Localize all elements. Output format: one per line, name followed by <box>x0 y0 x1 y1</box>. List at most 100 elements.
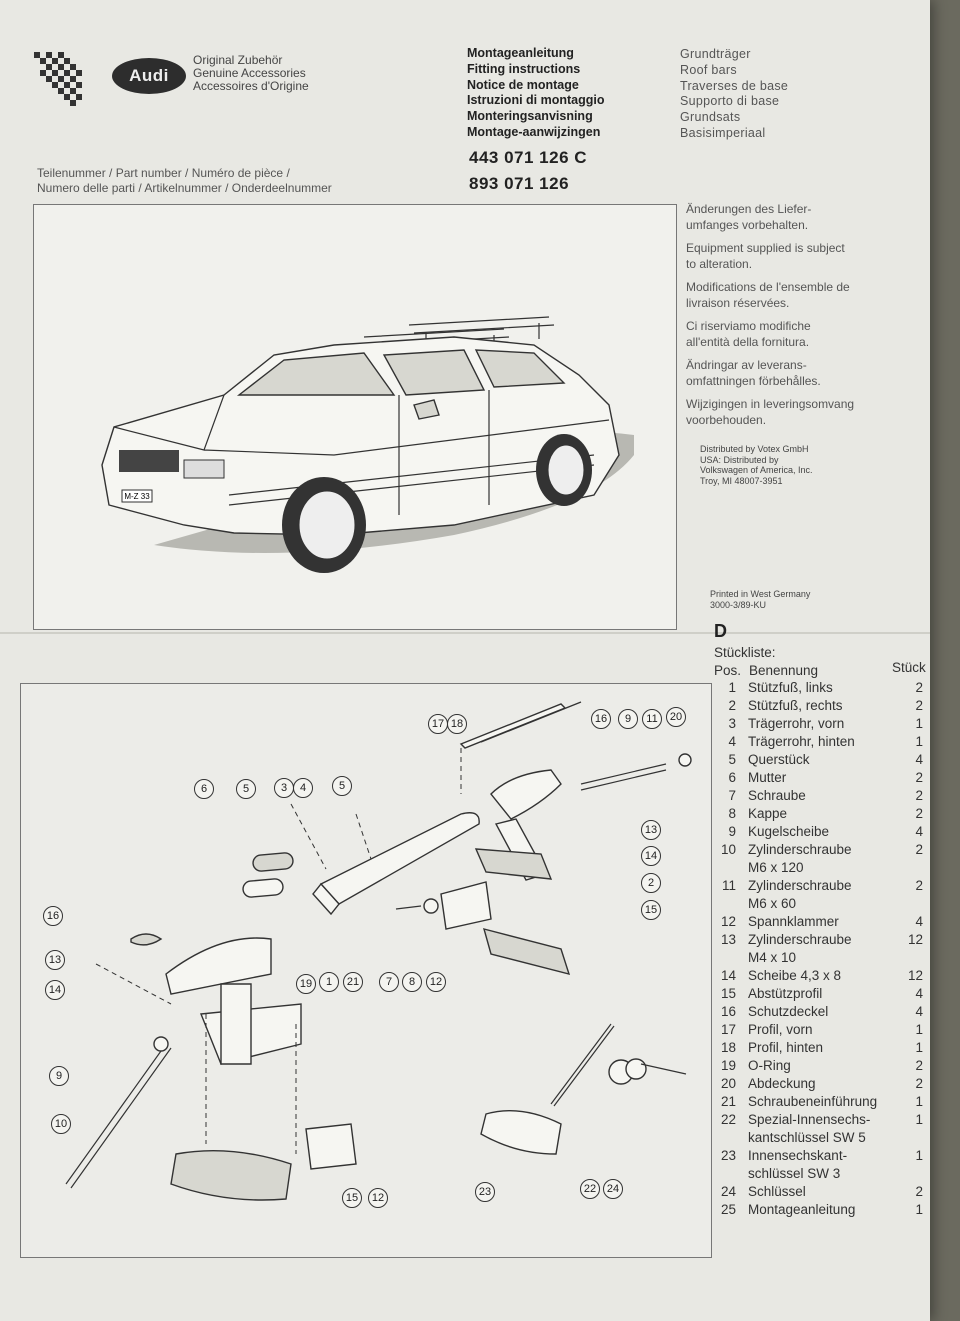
part-pos: 12 <box>720 914 736 929</box>
car-illustration: M-Z 33 <box>101 316 634 573</box>
part-qty: 1 <box>915 1040 923 1055</box>
callout-badge: 17 <box>428 714 448 734</box>
part-name: Schraubeneinführung <box>748 1094 878 1109</box>
part-name: kantschlüssel SW 5 <box>748 1130 866 1145</box>
part-number-1: 443 071 126 C <box>469 148 588 167</box>
part-qty: 2 <box>915 770 923 785</box>
product-names: Grundträger Roof bars Traverses de base … <box>680 47 788 142</box>
col-name-header: Benennung <box>749 663 819 678</box>
part-name: Schraube <box>748 788 806 803</box>
part-pos: 4 <box>728 734 736 749</box>
callout-badge: 1 <box>319 972 339 992</box>
exploded-diagram <box>65 701 692 1201</box>
callout-badge: 2 <box>641 873 661 893</box>
callout-badge: 21 <box>343 972 363 992</box>
part-pos: 19 <box>720 1058 736 1073</box>
distributor-line: Distributed by Votex GmbH <box>700 444 809 454</box>
distributor-line: Volkswagen of America, Inc. <box>700 465 813 475</box>
part-name: Querstück <box>748 752 810 767</box>
part-qty: 4 <box>915 824 923 839</box>
part-name: Stützfuß, rechts <box>748 698 843 713</box>
part-qty: 4 <box>915 752 923 767</box>
part-qty: 2 <box>915 788 923 803</box>
part-qty: 4 <box>915 986 923 1001</box>
note-line: Ci riserviamo modifiche <box>686 319 811 333</box>
part-name: schlüssel SW 3 <box>748 1166 841 1181</box>
product-line: Grundsats <box>680 110 741 125</box>
callout-badge: 23 <box>475 1182 495 1202</box>
part-pos: 25 <box>720 1202 736 1217</box>
callout-badge: 22 <box>580 1179 600 1199</box>
part-qty: 1 <box>915 734 923 749</box>
brand-name: Audi <box>129 66 169 85</box>
part-pos: 11 <box>721 878 736 893</box>
part-pos: 21 <box>720 1094 736 1109</box>
part-name: M4 x 10 <box>748 950 797 965</box>
part-qty: 12 <box>907 968 923 983</box>
part-name: Montageanleitung <box>748 1202 856 1217</box>
callout-badge: 20 <box>666 707 686 727</box>
title-line: Istruzioni di montaggio <box>467 93 605 108</box>
part-name: Spezial-Innensechs- <box>748 1112 871 1127</box>
part-name: M6 x 120 <box>748 860 804 875</box>
part-name: Kappe <box>748 806 788 821</box>
part-qty: 2 <box>915 806 923 821</box>
part-name: Schutzdeckel <box>748 1004 829 1019</box>
part-pos: 2 <box>728 698 736 713</box>
col-pos-header: Pos. <box>714 663 742 678</box>
car-illustration-frame: M-Z 33 <box>33 204 677 630</box>
distributor-info: Distributed by Votex GmbH USA: Distribut… <box>700 444 813 486</box>
callout-badge: 8 <box>402 972 422 992</box>
part-pos: 3 <box>728 716 736 731</box>
part-number-label: Numero delle parti / Artikelnummer / Ond… <box>37 181 332 195</box>
printed-line: Printed in West Germany <box>710 589 811 599</box>
part-pos: 18 <box>720 1040 736 1055</box>
part-name: Profil, vorn <box>748 1022 813 1037</box>
part-qty: 1 <box>915 1022 923 1037</box>
part-name: Zylinderschraube <box>748 878 852 893</box>
title-line: Montageanleitung <box>467 46 574 60</box>
part-pos: 8 <box>728 806 736 821</box>
callout-badge: 7 <box>379 972 399 992</box>
part-qty: 2 <box>915 1184 923 1199</box>
product-line: Basisimperiaal <box>680 125 766 140</box>
callout-badge: 11 <box>642 709 662 729</box>
part-qty: 2 <box>915 1058 923 1073</box>
part-qty: 4 <box>915 1004 923 1019</box>
part-pos: 14 <box>720 968 736 983</box>
part-name: Abdeckung <box>748 1076 816 1091</box>
part-name: Schlüssel <box>748 1184 806 1199</box>
accessory-line: Accessoires d'Origine <box>193 79 309 93</box>
part-pos: 10 <box>720 842 736 857</box>
product-line: Grundträger <box>680 47 751 61</box>
callout-badge: 5 <box>332 776 352 796</box>
part-qty: 2 <box>915 680 923 695</box>
note-line: Wijzigingen in leveringsomvang <box>686 397 855 411</box>
callout-badge: 3 <box>274 778 294 798</box>
audi-logo: Audi <box>112 58 186 94</box>
part-qty: 2 <box>915 842 923 857</box>
callout-badge: 12 <box>426 972 446 992</box>
part-number-2: 893 071 126 <box>469 174 570 193</box>
part-qty: 2 <box>915 1076 923 1091</box>
part-qty: 2 <box>915 878 923 893</box>
part-pos: 1 <box>728 680 736 695</box>
section-letter: D <box>714 621 727 641</box>
part-qty: 4 <box>915 914 923 929</box>
callout-badge: 4 <box>293 778 313 798</box>
callout-badge: 14 <box>45 980 65 1000</box>
title-line: Notice de montage <box>467 77 579 92</box>
note-line: umfanges vorbehalten. <box>686 217 809 232</box>
callout-badge: 12 <box>368 1188 388 1208</box>
part-name: Stützfuß, links <box>748 680 833 695</box>
callout-badge: 18 <box>447 714 467 734</box>
callout-badge: 9 <box>618 709 638 729</box>
note-line: livraison réservées. <box>686 295 790 310</box>
part-name: Innensechskant- <box>748 1148 848 1163</box>
part-pos: 16 <box>720 1004 736 1019</box>
accessory-line: Original Zubehör <box>193 53 283 67</box>
note-line: voorbehouden. <box>686 412 767 427</box>
part-name: Zylinderschraube <box>748 932 852 947</box>
part-name: Abstützprofil <box>748 986 823 1001</box>
checkered-flag-icon <box>34 52 82 106</box>
